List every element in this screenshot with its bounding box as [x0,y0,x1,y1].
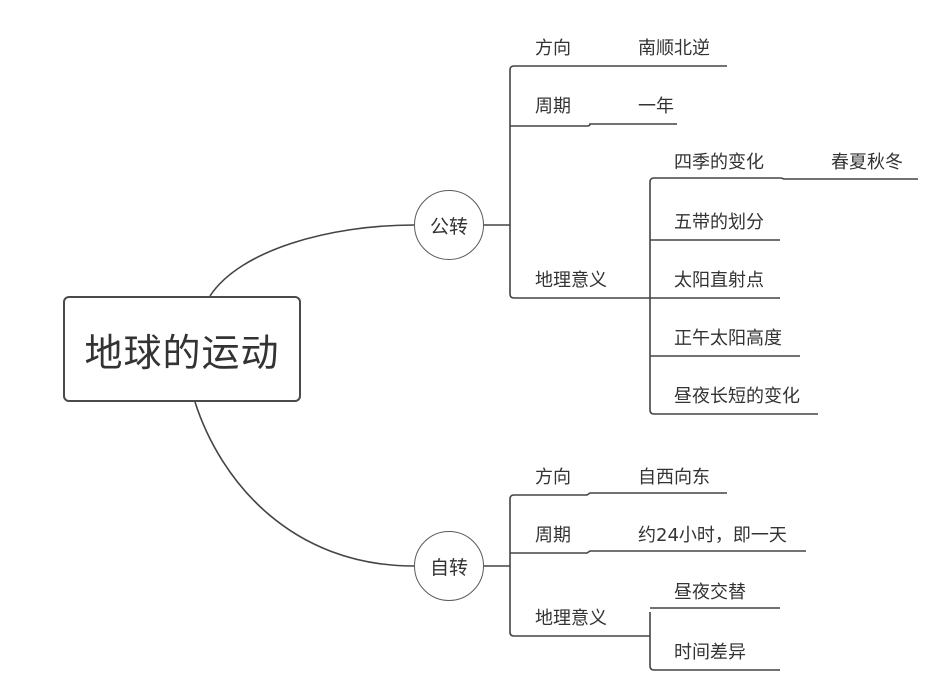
rotation-branch-vertical [509,494,515,637]
rotation-topic[interactable]: 自转 [414,531,484,601]
rot-period-underline [510,550,806,554]
rot-period-value[interactable]: 约24小时，即一天 [638,525,787,546]
root-topic[interactable]: 地球的运动 [63,296,301,402]
rot-period-label[interactable]: 周期 [535,525,571,546]
rev-significance-item[interactable]: 四季的变化 [674,152,764,173]
revolution-topic[interactable]: 公转 [414,190,484,260]
rev-period-label[interactable]: 周期 [535,96,571,117]
rev-significance-item[interactable]: 昼夜长短的变化 [674,386,800,407]
rot-direction-value[interactable]: 自西向东 [638,467,710,488]
rev-significance-vertical [649,177,655,415]
rev-significance-item[interactable]: 正午太阳高度 [674,328,782,349]
rev-significance-label[interactable]: 地理意义 [535,270,607,291]
rev-direction-label[interactable]: 方向 [535,38,571,59]
rot-direction-label[interactable]: 方向 [535,467,571,488]
rev-significance-item[interactable]: 太阳直射点 [674,270,764,291]
rev-period-value[interactable]: 一年 [638,96,674,117]
rev-seasons-value[interactable]: 春夏秋冬 [831,152,903,173]
revolution-branch-vertical [509,65,515,299]
rev-significance-item[interactable]: 五带的划分 [674,212,764,233]
rot-direction-underline [514,492,727,496]
rev-period-connector [510,123,677,127]
rot-significance-item[interactable]: 昼夜交替 [674,582,746,603]
rev-seasons-underline [654,177,918,180]
root-to-rotation-curve [194,401,415,567]
root-to-revolution-curve [209,224,415,297]
rot-significance-label[interactable]: 地理意义 [535,608,607,629]
rot-significance-item[interactable]: 时间差异 [674,642,746,663]
rev-direction-value[interactable]: 南顺北逆 [638,38,710,59]
rot-significance-vertical [649,612,655,671]
